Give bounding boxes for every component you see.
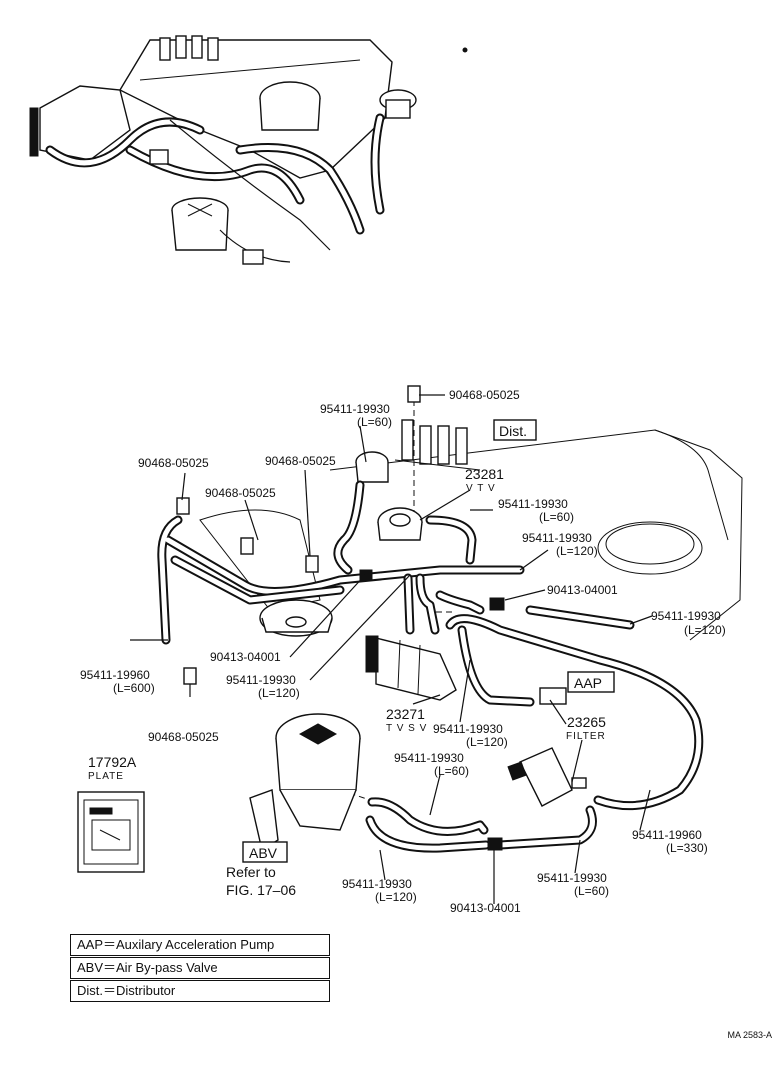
label-hose-mid-right: 95411-19930 — [522, 531, 592, 545]
label-clip-top: 90468-05025 — [449, 388, 520, 402]
label-hose-tvsv: 95411-19930 — [433, 722, 503, 736]
drawing-code: MA 2583-A — [727, 1030, 772, 1040]
label-hose-center-len: (L=120) — [258, 686, 300, 700]
label-plate-number: 17792A — [88, 754, 137, 770]
abv-badge: ABV — [242, 841, 288, 863]
hose-clips — [176, 385, 421, 685]
label-clip-mid-2: 90468-05025 — [205, 486, 276, 500]
label-vtv-name: V T V — [466, 483, 496, 494]
label-hose-bottom-right: 95411-19930 — [537, 871, 607, 885]
label-hose-bottom-right-len: (L=60) — [574, 884, 609, 898]
label-dist: Dist. — [499, 423, 527, 439]
label-clip-mid: 90468-05025 — [265, 454, 336, 468]
label-hose-bottom-left: 95411-19930 — [342, 877, 412, 891]
legend-row-dist: Dist.＝Distributor — [70, 980, 330, 1002]
vtv-valve — [377, 507, 423, 541]
label-filter-name: FILTER — [566, 731, 606, 742]
legend-row-abv: ABV＝Air By-pass Valve — [70, 957, 330, 979]
label-hose-vtv-top-len: (L=60) — [357, 415, 392, 429]
label-hose-far-right: 95411-19930 — [651, 609, 721, 623]
label-abv: ABV — [249, 845, 278, 861]
label-hose-right-long: 95411-19960 — [632, 828, 702, 842]
label-tee-bottom: 90413-04001 — [450, 901, 521, 915]
label-hose-vtv-right: 95411-19930 — [498, 497, 568, 511]
label-vtv-number: 23281 — [465, 466, 504, 482]
label-hose-far-right-len: (L=120) — [684, 623, 726, 637]
label-hose-abv-top-len: (L=60) — [434, 764, 469, 778]
dist-badge: Dist. — [493, 419, 537, 441]
label-aap: AAP — [574, 675, 602, 691]
label-hose-vtv-right-len: (L=60) — [539, 510, 574, 524]
label-clip-left: 90468-05025 — [138, 456, 209, 470]
label-plate-name: PLATE — [88, 771, 124, 782]
label-hose-left: 95411-19960 — [80, 668, 150, 682]
aap-pump — [539, 687, 567, 705]
tee-fittings — [359, 569, 505, 851]
label-filter-number: 23265 — [567, 714, 606, 730]
label-hose-center: 95411-19930 — [226, 673, 296, 687]
legend-row-aap: AAP＝Auxilary Acceleration Pump — [70, 934, 330, 956]
hose-network — [157, 400, 704, 853]
tvsv-valve — [365, 635, 457, 701]
label-tvsv-number: 23271 — [386, 706, 425, 722]
label-hose-mid-right-len: (L=120) — [556, 544, 598, 558]
label-tee-left: 90413-04001 — [210, 650, 281, 664]
leader-lines — [130, 394, 653, 904]
label-hose-tvsv-len: (L=120) — [466, 735, 508, 749]
engine-overview-illustration — [29, 35, 468, 265]
aap-badge: AAP — [567, 671, 615, 693]
plate-card — [77, 791, 145, 873]
engine-block-outline — [199, 419, 743, 641]
abv-unit — [249, 713, 361, 852]
label-hose-bottom-left-len: (L=120) — [375, 890, 417, 904]
label-hose-left-len: (L=600) — [113, 681, 155, 695]
label-hose-abv-top: 95411-19930 — [394, 751, 464, 765]
label-hose-vtv-top: 95411-19930 — [320, 402, 390, 416]
label-fig-reference: FIG. 17–06 — [226, 882, 296, 898]
label-hose-right-long-len: (L=330) — [666, 841, 708, 855]
label-tvsv-name: T V S V — [386, 723, 427, 734]
label-tee-right: 90413-04001 — [547, 583, 618, 597]
label-refer-to: Refer to — [226, 864, 276, 880]
label-clip-bottom: 90468-05025 — [148, 730, 219, 744]
filter-unit — [507, 747, 587, 807]
